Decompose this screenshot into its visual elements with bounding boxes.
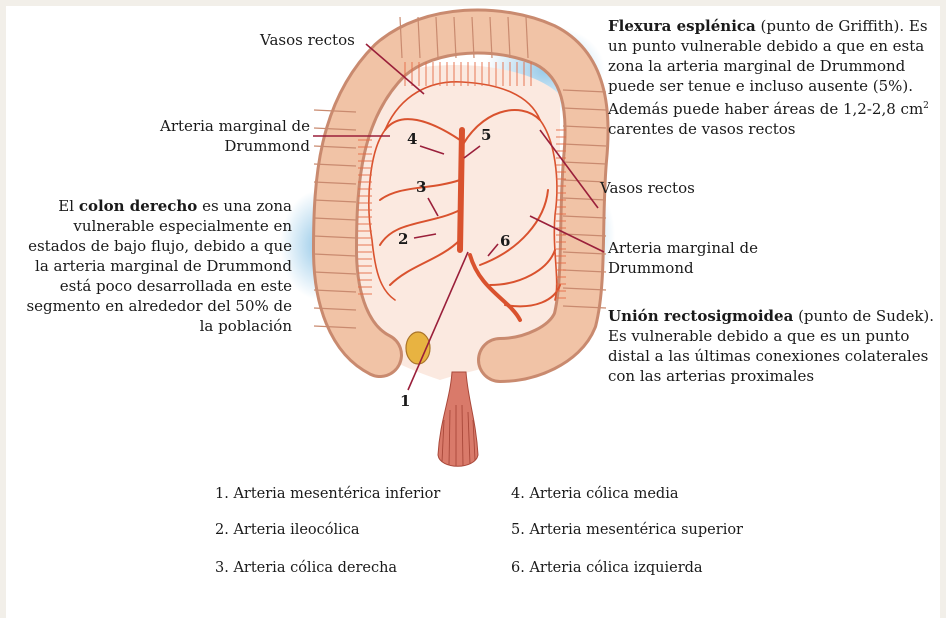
union-line1: Unión rectosigmoidea (punto de Sudek). xyxy=(608,306,940,326)
label-vasos-rectos-top: Vasos rectos xyxy=(260,30,355,50)
flexura-post: (punto de Griffith). Es xyxy=(756,17,928,35)
label-marginal-left-line1: Arteria marginal de xyxy=(110,116,310,136)
colon-derecho-line4: la arteria marginal de Drummond xyxy=(20,256,292,276)
flexura-line2: un punto vulnerable debido a que en esta xyxy=(608,36,938,56)
colon-derecho-line1: El colon derecho es una zona xyxy=(20,196,292,216)
colon-derecho-pre: El xyxy=(58,197,79,215)
union-post: (punto de Sudek). xyxy=(793,307,934,325)
union-line2: Es vulnerable debido a que es un punto xyxy=(608,326,940,346)
colon-derecho-line5: está poco desarrollada en este xyxy=(20,276,292,296)
legend-item-6: 6. Arteria cólica izquierda xyxy=(511,560,703,576)
legend-item-3: 3. Arteria cólica derecha xyxy=(215,560,397,576)
legend-item-1: 1. Arteria mesentérica inferior xyxy=(215,486,440,502)
callout-3: 3 xyxy=(416,178,426,196)
legend-item-5: 5. Arteria mesentérica superior xyxy=(511,522,743,538)
label-marginal-right-line2: Drummond xyxy=(608,258,758,278)
callout-2: 2 xyxy=(398,230,408,248)
colon-derecho-post: es una zona xyxy=(197,197,292,215)
flexura-bold: Flexura esplénica xyxy=(608,17,756,35)
label-marginal-right: Arteria marginal de Drummond xyxy=(608,238,758,278)
flexura-line6: carentes de vasos rectos xyxy=(608,119,938,139)
label-marginal-right-line1: Arteria marginal de xyxy=(608,238,758,258)
union-line4: con las arterias proximales xyxy=(608,366,940,386)
colon-derecho-line6: segmento en alrededor del 50% de xyxy=(20,296,292,316)
colon-derecho-bold: colon derecho xyxy=(79,197,198,215)
colon-derecho-line3: estados de bajo flujo, debido a que xyxy=(20,236,292,256)
flexura-sup: 2 xyxy=(923,101,929,111)
legend-item-2: 2. Arteria ileocólica xyxy=(215,522,360,538)
flexura-areas: Además puede haber áreas de 1,2-2,8 cm xyxy=(608,100,923,118)
callout-4: 4 xyxy=(407,130,417,148)
colon-derecho-line7: la población xyxy=(20,316,292,336)
legend-item-4: 4. Arteria cólica media xyxy=(511,486,678,502)
callout-6: 6 xyxy=(500,232,510,250)
callout-5: 5 xyxy=(481,126,491,144)
label-union-rectosigmoidea: Unión rectosigmoidea (punto de Sudek). E… xyxy=(608,306,940,386)
label-marginal-left: Arteria marginal de Drummond xyxy=(110,116,310,156)
callout-1: 1 xyxy=(400,392,410,410)
flexura-line4: puede ser tenue e incluso ausente (5%). xyxy=(608,76,938,96)
label-flexura-esplenica: Flexura esplénica (punto de Griffith). E… xyxy=(608,16,938,139)
label-colon-derecho: El colon derecho es una zona vulnerable … xyxy=(20,196,292,336)
flexura-line3: zona la arteria marginal de Drummond xyxy=(608,56,938,76)
label-vasos-rectos-right: Vasos rectos xyxy=(600,178,695,198)
colon-derecho-line2: vulnerable especialmente en xyxy=(20,216,292,236)
label-marginal-left-line2: Drummond xyxy=(110,136,310,156)
union-line3: distal a las últimas conexiones colatera… xyxy=(608,346,940,366)
rectum xyxy=(438,372,478,466)
flexura-line1: Flexura esplénica (punto de Griffith). E… xyxy=(608,16,938,36)
flexura-line5: Además puede haber áreas de 1,2-2,8 cm2 xyxy=(608,96,938,119)
union-bold: Unión rectosigmoidea xyxy=(608,307,793,325)
